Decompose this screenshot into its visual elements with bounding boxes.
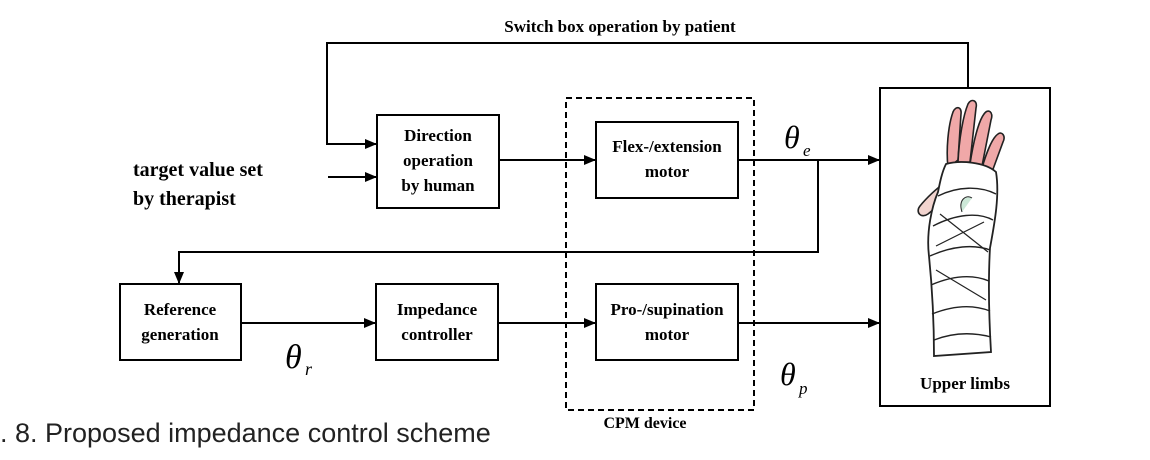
reference-block-line2: generation [141,325,219,344]
theta-e-subscript: e [803,141,811,160]
cpm-device-region [565,97,755,411]
hand-cast-illustration [917,99,1005,357]
theta-e-symbol: θ [784,119,800,155]
pro-block-line2: motor [645,325,690,344]
pro-block-line1: Pro-/supination [610,300,724,319]
impedance-block-line1: Impedance [397,300,478,319]
pro-supination-motor-block [595,283,739,361]
direction-block-line3: by human [401,176,475,195]
upper-limbs-label: Upper limbs [920,374,1010,393]
theta-p-subscript: p [798,379,808,398]
feedback-label: Switch box operation by patient [504,17,736,36]
direction-block-line1: Direction [404,126,472,145]
theta-r-symbol: θ [285,339,302,376]
flex-block-line2: motor [645,162,690,181]
target-label-line1: target value set [133,159,263,181]
direction-block-line2: operation [403,151,473,170]
flex-block-line1: Flex-/extension [612,137,722,156]
reference-block-line1: Reference [144,300,217,319]
direction-operation-block [376,114,500,209]
theta-p-symbol: θ [780,356,796,392]
target-label-line2: by therapist [133,188,236,210]
flex-extension-motor-block [595,121,739,199]
theta-r-subscript: r [305,359,313,379]
figure-caption: . 8. Proposed impedance control scheme [0,418,491,448]
impedance-block-line2: controller [401,325,473,344]
impedance-controller-block [375,283,499,361]
feedback-arrow [326,42,969,149]
reference-generation-block [119,283,242,361]
theta-e-feedback-arrow [174,160,819,284]
cpm-device-label: CPM device [603,415,686,432]
